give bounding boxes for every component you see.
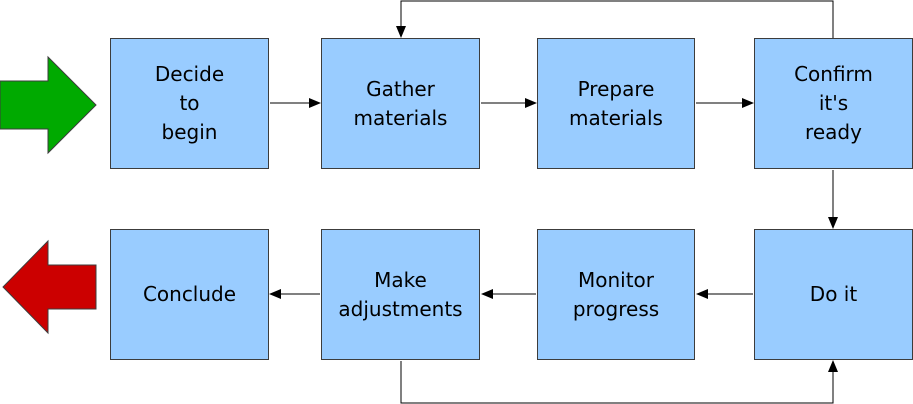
step-label: Do it	[809, 282, 858, 306]
arrow-adjust-loop-to-do-it	[400, 360, 838, 404]
step-make-adjustments: Make adjustments	[321, 229, 480, 360]
end-arrow-icon	[2, 239, 97, 335]
step-label: Monitor progress	[572, 267, 660, 321]
step-label: Prepare materials	[569, 76, 663, 130]
step-label: Confirm it's ready	[794, 62, 873, 144]
step-do-it: Do it	[754, 229, 913, 360]
step-label: Make adjustments	[338, 267, 463, 321]
step-confirm-ready: Confirm it's ready	[754, 38, 913, 169]
step-gather-materials: Gather materials	[321, 38, 480, 169]
step-label: Decide to begin	[154, 62, 225, 144]
start-arrow-icon	[0, 55, 97, 155]
arrow-confirm-loop-to-gather	[396, 0, 834, 38]
step-label: Conclude	[142, 282, 237, 306]
step-monitor-progress: Monitor progress	[537, 229, 695, 360]
step-prepare-materials: Prepare materials	[537, 38, 695, 169]
step-decide-to-begin: Decide to begin	[110, 38, 269, 169]
step-conclude: Conclude	[110, 229, 269, 360]
step-label: Gather materials	[353, 76, 448, 130]
